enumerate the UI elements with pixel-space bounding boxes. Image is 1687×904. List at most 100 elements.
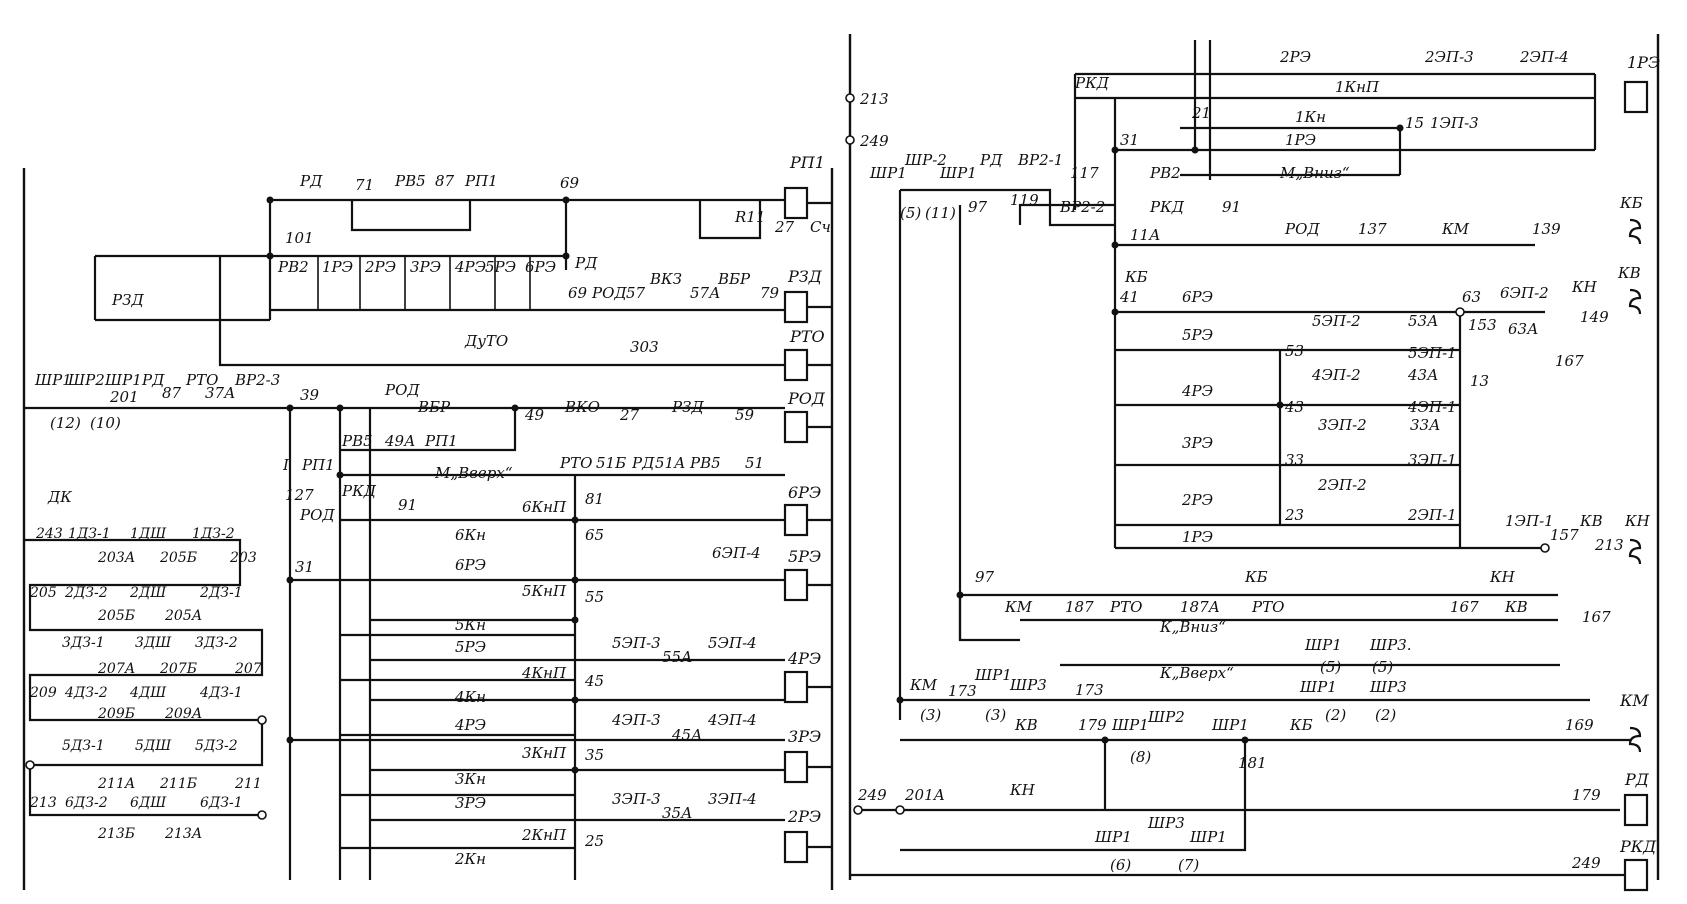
lbl-r-25: (11) bbox=[925, 204, 956, 222]
lbl-g1-10: 2РЭ bbox=[364, 258, 396, 276]
lbl-m-53: 3ЭП-3 bbox=[612, 790, 661, 808]
lbl-m-59: 2Кн bbox=[454, 850, 486, 868]
lbl-g1-18: РОД bbox=[591, 284, 627, 302]
lbl-g1-22: ВБР bbox=[717, 270, 751, 288]
lbl-b-6: 187А bbox=[1180, 598, 1220, 616]
lbl-g1-17: 69 bbox=[568, 284, 588, 302]
lbl-m-16: 91 bbox=[398, 496, 417, 514]
lbl-r-61: 2РЭ bbox=[1181, 491, 1213, 509]
lbl-in-8: ВР2-3 bbox=[234, 371, 280, 389]
lbl-b-36: (8) bbox=[1130, 748, 1151, 766]
lbl-r-9: 1ЭП-3 bbox=[1430, 114, 1479, 132]
lbl-r-59: 3ЭП-1 bbox=[1408, 451, 1457, 469]
lbl-b-13: ШР3. bbox=[1369, 636, 1412, 654]
lbl-r-31: 139 bbox=[1532, 220, 1561, 238]
lbl-b-30: ШР1 bbox=[1111, 716, 1149, 734]
lbl-b-22: ШР1 bbox=[1299, 678, 1337, 696]
lbl-m-55: 3ЭП-4 bbox=[708, 790, 757, 808]
lbl-b-11: К„Вниз“ bbox=[1159, 618, 1226, 636]
lbl-r-16: ВР2-1 bbox=[1017, 151, 1063, 169]
lbl-m-17: М„Вверх“ bbox=[434, 464, 513, 482]
lbl-m-29: 31 bbox=[295, 558, 314, 576]
lbl-r-42: 53А bbox=[1408, 312, 1438, 330]
lbl-d-12: 205А bbox=[164, 608, 202, 624]
lbl-d-24: 209А bbox=[164, 706, 202, 722]
lbl-d-30: 211 bbox=[234, 776, 262, 792]
lbl-m-20: РД bbox=[631, 454, 655, 472]
lbl-d-3: 1ДЗ-2 bbox=[192, 526, 235, 542]
lbl-r-6: 21 bbox=[1191, 104, 1211, 122]
lbl-d-31: 213 bbox=[29, 795, 57, 811]
lbl-g1-8: РВ2 bbox=[277, 258, 309, 276]
lbl-d-19: 209 bbox=[29, 685, 57, 701]
lbl-r-26: 97 bbox=[968, 198, 988, 216]
lbl-r-66: 157 bbox=[1550, 526, 1579, 544]
lbl-d-11: 205Б bbox=[97, 608, 135, 624]
lbl-m-47: 4ЭП-4 bbox=[707, 711, 757, 729]
lbl-b-7: РТО bbox=[1251, 598, 1284, 616]
lbl-m-11: I bbox=[282, 456, 290, 474]
lbl-r-40: 149 bbox=[1580, 308, 1609, 326]
lbl-b-1: КБ bbox=[1244, 568, 1268, 586]
lbl-g1-23: 79 bbox=[760, 284, 780, 302]
lbl-m-27: 6Кн bbox=[455, 526, 486, 544]
lbl-m-22: РВ5 bbox=[689, 454, 721, 472]
lbl-b-44: ШР3 bbox=[1147, 814, 1185, 832]
lbl-m-10: РП1 bbox=[424, 432, 458, 450]
lbl-g1-6: РП1 bbox=[789, 153, 825, 172]
lbl-b-35: КМ bbox=[1619, 691, 1649, 710]
lbl-b-4: 187 bbox=[1065, 598, 1094, 616]
lbl-g1-20: ВКЗ bbox=[649, 270, 682, 288]
lbl-r-48: 167 bbox=[1555, 352, 1584, 370]
lbl-b-16: К„Вверх“ bbox=[1159, 664, 1234, 682]
coil-6re bbox=[783, 503, 809, 537]
coil-rkd bbox=[1623, 858, 1649, 892]
lbl-r-68: КН bbox=[1624, 512, 1651, 530]
lbl-r-17: 117 bbox=[1070, 164, 1099, 182]
lbl-m-49: 3КнП bbox=[522, 744, 567, 762]
lbl-m-23: 51 bbox=[745, 454, 764, 472]
lbl-m-3: ВКО bbox=[564, 398, 600, 416]
lbl-g1-29: 303 bbox=[630, 338, 659, 356]
lbl-r-13: ШР-2 bbox=[904, 151, 947, 169]
lbl-b-37: 181 bbox=[1238, 754, 1267, 772]
lbl-g1-24: РЗД bbox=[787, 267, 823, 286]
lbl-d-7: 205 bbox=[29, 585, 57, 601]
lbl-b-8: 167 bbox=[1450, 598, 1479, 616]
lbl-d-20: 4ДЗ-2 bbox=[64, 685, 108, 701]
lbl-m-42: 45 bbox=[584, 672, 604, 690]
lbl-m-0: РОД bbox=[384, 381, 420, 399]
left-circuit: РД 71 РВ5 87 РП1 69 РП1 101 РВ2 1РЭ 2РЭ … bbox=[22, 153, 834, 890]
lbl-r-41: 153 bbox=[1468, 316, 1497, 334]
lbl-in-6: РТО bbox=[185, 371, 218, 389]
lbl-d-10: 2ДЗ-1 bbox=[199, 585, 243, 601]
lbl-r-1: 2РЭ bbox=[1279, 48, 1311, 66]
lbl-b-21: 173 bbox=[1075, 681, 1104, 699]
lbl-d-26: 5ДШ bbox=[135, 738, 172, 754]
lbl-r-24: (5) bbox=[900, 204, 921, 222]
lbl-r-43: 5ЭП-2 bbox=[1312, 312, 1361, 330]
lbl-b-29: 179 bbox=[1078, 716, 1107, 734]
lbl-r-7: 1Кн bbox=[1295, 108, 1326, 126]
lbl-r-65: 1РЭ bbox=[1182, 528, 1213, 546]
lbl-b-19: ШР1 bbox=[974, 666, 1012, 684]
lbl-r-38: КН bbox=[1571, 278, 1598, 296]
lbl-g1-2: РВ5 bbox=[394, 172, 426, 190]
coil-3re bbox=[783, 750, 809, 784]
lbl-r-58: 33 bbox=[1285, 451, 1304, 469]
coil-rp1 bbox=[783, 186, 809, 220]
lbl-b-25: (3) bbox=[985, 706, 1006, 724]
lbl-m-6: 59 bbox=[735, 406, 755, 424]
lbl-m-26: 81 bbox=[585, 490, 604, 508]
lbl-r-52: 43 bbox=[1284, 398, 1304, 416]
lbl-g1-21: 57А bbox=[690, 284, 720, 302]
lbl-b-34: 169 bbox=[1565, 716, 1594, 734]
lbl-b-31: ШР2 bbox=[1147, 708, 1185, 726]
lbl-d-34: 6ДЗ-1 bbox=[200, 795, 243, 811]
lbl-in-5: 87 bbox=[162, 384, 182, 402]
lbl-d-27: 5ДЗ-2 bbox=[195, 738, 238, 754]
lbl-m-14: РОД bbox=[299, 506, 335, 524]
lbl-m-51: 3Кн bbox=[455, 770, 486, 788]
lbl-m-54: 35А bbox=[662, 804, 692, 822]
